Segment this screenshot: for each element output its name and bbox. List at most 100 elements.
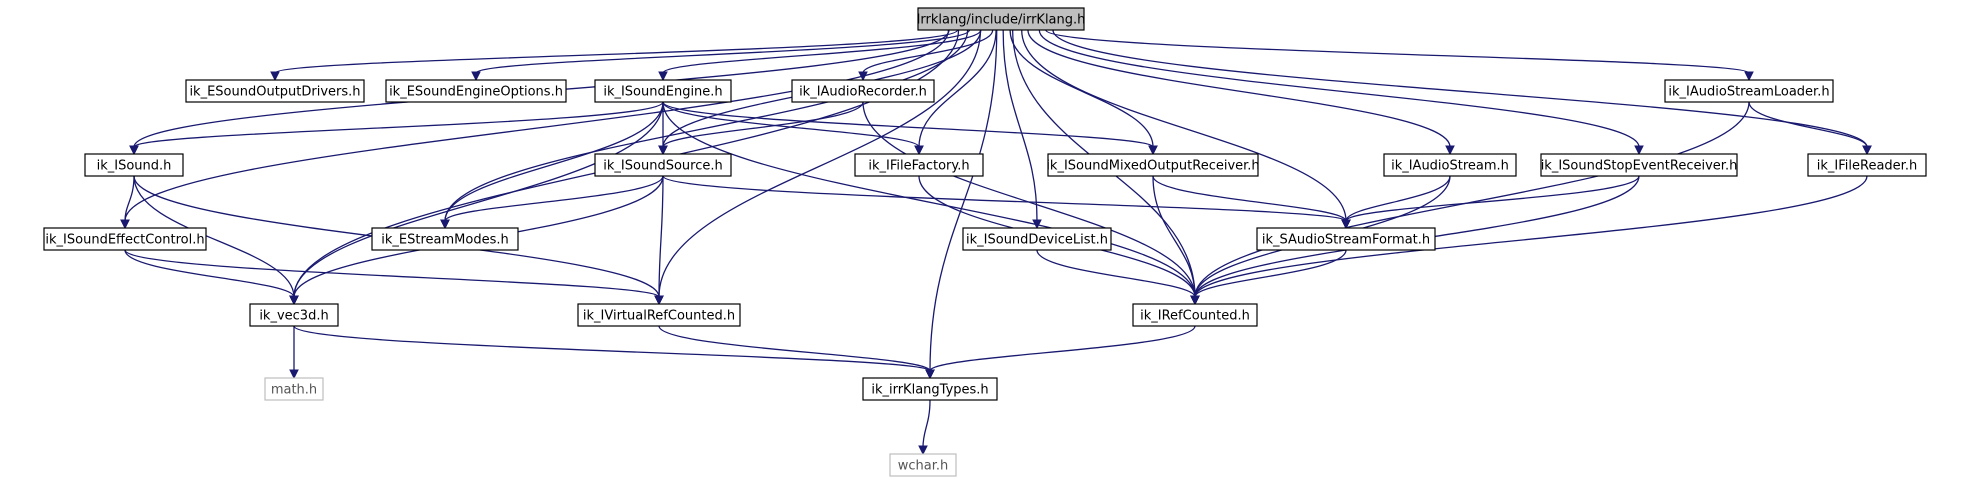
node-box-eengopt	[385, 79, 567, 103]
edge-saudiofmt-to-irefcounted	[1194, 249, 1347, 298]
edge-vec3d-to-types	[293, 325, 931, 372]
node-box-isoundengine	[594, 79, 732, 103]
edge-root-to-estream	[444, 29, 969, 222]
arrowhead-types-to-wcharh	[918, 445, 928, 456]
arrowhead-isoundengine-to-ifilefactory	[914, 145, 924, 156]
node-box-ifilereader	[1807, 153, 1927, 177]
edge-root-to-ifilefactory	[918, 29, 997, 148]
edge-root-to-istopevent	[1038, 29, 1640, 148]
node-imixed[interactable]: ik_ISoundMixedOutputReceiver.h	[1046, 153, 1260, 177]
node-label-isoundsource: ik_ISoundSource.h	[603, 159, 722, 174]
node-label-idevicelist: ik_ISoundDeviceList.h	[966, 233, 1108, 248]
edge-isoundengine-to-vec3d	[293, 101, 664, 298]
arrowhead-isoundsource-to-estream	[440, 219, 450, 230]
edge-ieffect-to-vec3d	[124, 249, 295, 298]
edge-root-to-saudiofmt	[1021, 29, 1347, 222]
node-idevicelist[interactable]: ik_ISoundDeviceList.h	[962, 227, 1112, 251]
node-label-eoutdrv: ik_ESoundOutputDrivers.h	[189, 85, 360, 100]
arrowhead-isoundengine-to-imixed	[1148, 145, 1158, 156]
node-iaudiorec[interactable]: ik_IAudioRecorder.h	[791, 79, 935, 103]
node-label-ifilereader: ik_IFileReader.h	[1817, 159, 1917, 174]
node-eengopt[interactable]: ik_ESoundEngineOptions.h	[385, 79, 567, 103]
node-box-ifilefactory	[854, 153, 984, 177]
edge-imixed-to-irefcounted	[1152, 175, 1196, 298]
node-box-isoundsource	[594, 153, 732, 177]
arrowhead-root-to-iaudiostream	[1445, 145, 1455, 156]
node-label-istopevent: ik_ISoundStopEventReceiver.h	[1541, 159, 1738, 174]
arrowhead-root-to-iaudiostreamloader	[1744, 71, 1754, 82]
node-ifilereader[interactable]: ik_IFileReader.h	[1807, 153, 1927, 177]
node-root[interactable]: Irrklang/include/irrKlang.h	[917, 7, 1086, 31]
node-box-imixed	[1047, 153, 1259, 177]
arrowhead-root-to-isoundengine	[658, 71, 668, 82]
node-label-ifilefactory: ik_IFileFactory.h	[868, 159, 969, 174]
node-types[interactable]: ik_irrKlangTypes.h	[862, 377, 998, 401]
edge-root-to-eoutdrv	[274, 29, 959, 74]
edge-types-to-wcharh	[922, 399, 931, 448]
arrowhead-ieffect-to-ivirtual	[654, 295, 664, 306]
edge-irefcounted-to-types	[929, 325, 1196, 372]
node-irefcounted[interactable]: ik_IRefCounted.h	[1132, 303, 1258, 327]
node-isoundsource[interactable]: ik_ISoundSource.h	[594, 153, 732, 177]
edge-isoundsource-to-saudiofmt	[662, 175, 1347, 222]
arrowhead-iaudiostreamloader-to-ifilereader	[1862, 145, 1872, 156]
node-saudiofmt[interactable]: ik_SAudioStreamFormat.h	[1256, 227, 1436, 251]
node-box-iaudiostream	[1383, 153, 1517, 177]
node-label-ieffect: ik_ISoundEffectControl.h	[45, 233, 204, 248]
node-isoundengine[interactable]: ik_ISoundEngine.h	[594, 79, 732, 103]
edge-root-to-types	[929, 29, 998, 372]
node-label-root: Irrklang/include/irrKlang.h	[917, 13, 1086, 28]
arrowhead-iaudiorec-to-isoundsource	[658, 145, 668, 156]
node-box-ivirtual	[577, 303, 741, 327]
node-label-vec3d: ik_vec3d.h	[259, 309, 328, 324]
node-istopevent[interactable]: ik_ISoundStopEventReceiver.h	[1540, 153, 1738, 177]
arrowhead-istopevent-to-saudiofmt	[1341, 219, 1351, 230]
node-ieffect[interactable]: ik_ISoundEffectControl.h	[43, 227, 207, 251]
node-vec3d[interactable]: ik_vec3d.h	[249, 303, 339, 327]
node-label-isound: ik_ISound.h	[97, 159, 172, 174]
node-wcharh: wchar.h	[889, 453, 957, 477]
node-isound[interactable]: ik_ISound.h	[84, 153, 184, 177]
arrowhead-saudiofmt-to-irefcounted	[1190, 295, 1200, 306]
node-box-irefcounted	[1132, 303, 1258, 327]
node-box-types	[862, 377, 998, 401]
edges-layer	[120, 29, 1872, 456]
edge-idevicelist-to-irefcounted	[1036, 249, 1196, 298]
node-label-wcharh: wchar.h	[898, 459, 949, 474]
node-iaudiostream[interactable]: ik_IAudioStream.h	[1383, 153, 1517, 177]
node-iaudiostreamloader[interactable]: ik_IAudioStreamLoader.h	[1664, 79, 1834, 103]
edge-isoundengine-to-estream	[444, 101, 664, 222]
edge-isoundsource-to-ivirtual	[658, 175, 664, 298]
edge-isoundengine-to-imixed	[662, 101, 1154, 148]
node-label-irefcounted: ik_IRefCounted.h	[1140, 309, 1250, 324]
node-box-istopevent	[1540, 153, 1738, 177]
edge-isoundsource-to-estream	[444, 175, 664, 222]
edge-root-to-ifilereader	[1052, 29, 1868, 148]
node-box-ieffect	[43, 227, 207, 251]
node-box-wcharh	[889, 453, 957, 477]
edge-isound-to-vec3d	[133, 175, 295, 298]
arrowhead-root-to-eoutdrv	[270, 71, 280, 82]
node-estream[interactable]: ik_EStreamModes.h	[371, 227, 519, 251]
node-box-saudiofmt	[1256, 227, 1436, 251]
arrowhead-root-to-eengopt	[471, 71, 481, 82]
node-box-iaudiorec	[791, 79, 935, 103]
node-box-mathh	[264, 377, 324, 401]
node-label-mathh: math.h	[271, 383, 317, 398]
node-label-iaudiostream: ik_IAudioStream.h	[1391, 159, 1509, 174]
edge-root-to-isoundengine	[662, 29, 982, 74]
edge-iaudiostream-to-saudiofmt	[1345, 175, 1451, 222]
node-ifilefactory[interactable]: ik_IFileFactory.h	[854, 153, 984, 177]
edge-root-to-iaudiostreamloader	[1045, 29, 1750, 74]
nodes-layer: Irrklang/include/irrKlang.h ik_ESoundOutp…	[43, 7, 1927, 477]
edge-istopevent-to-saudiofmt	[1345, 175, 1640, 222]
edge-root-to-ivirtual	[658, 29, 982, 298]
node-ivirtual[interactable]: ik_IVirtualRefCounted.h	[577, 303, 741, 327]
edge-isoundengine-to-ifilefactory	[662, 101, 920, 148]
arrowhead-vec3d-to-mathh	[289, 369, 299, 380]
edge-isoundengine-to-irefcounted	[662, 101, 1196, 298]
node-label-estream: ik_EStreamModes.h	[381, 233, 508, 248]
node-eoutdrv[interactable]: ik_ESoundOutputDrivers.h	[185, 79, 365, 103]
edge-ifilereader-to-irefcounted	[1194, 175, 1868, 298]
